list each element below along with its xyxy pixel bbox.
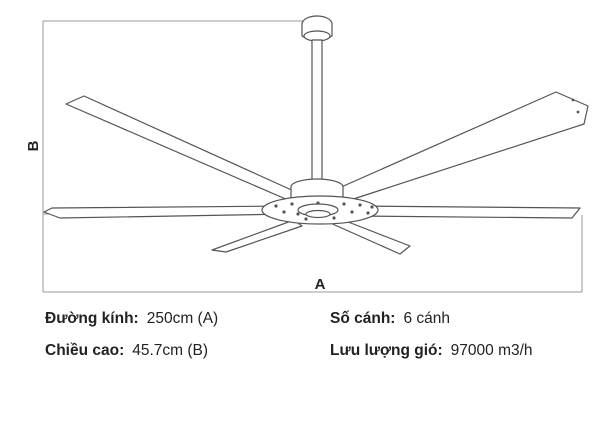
spec-height-label: Chiều cao:: [45, 342, 125, 359]
hub-cap: [305, 209, 331, 219]
blade-right-back: [329, 91, 589, 205]
spec-blades-value: 6 cánh: [403, 310, 450, 327]
blade-left-back: [65, 95, 297, 201]
blade-left-front: [43, 205, 293, 219]
dimension-label-a: A: [315, 276, 326, 293]
spec-diameter: Đường kính: 250cm (A): [45, 310, 218, 328]
spec-height-value: 45.7cm (B): [132, 342, 209, 359]
fan-drawing: [43, 15, 589, 255]
blade-bottom-left: [211, 219, 303, 253]
downrod: [311, 39, 323, 181]
spec-blades-label: Số cánh:: [330, 310, 396, 327]
spec-diameter-label: Đường kính:: [45, 310, 139, 327]
spec-blades: Số cánh: 6 cánh: [330, 310, 450, 328]
spec-height: Chiều cao: 45.7cm (B): [45, 342, 208, 360]
spec-airflow-label: Lưu lượng gió:: [330, 342, 443, 359]
hub-bolts: [274, 98, 580, 221]
blade-right-front: [351, 205, 581, 219]
spec-airflow: Lưu lượng gió: 97000 m3/h: [330, 342, 533, 360]
spec-diameter-value: 250cm (A): [146, 310, 219, 327]
ceiling-fan-diagram: B A: [25, 15, 589, 293]
spec-airflow-value: 97000 m3/h: [450, 342, 533, 359]
dimension-label-b: B: [25, 140, 42, 151]
